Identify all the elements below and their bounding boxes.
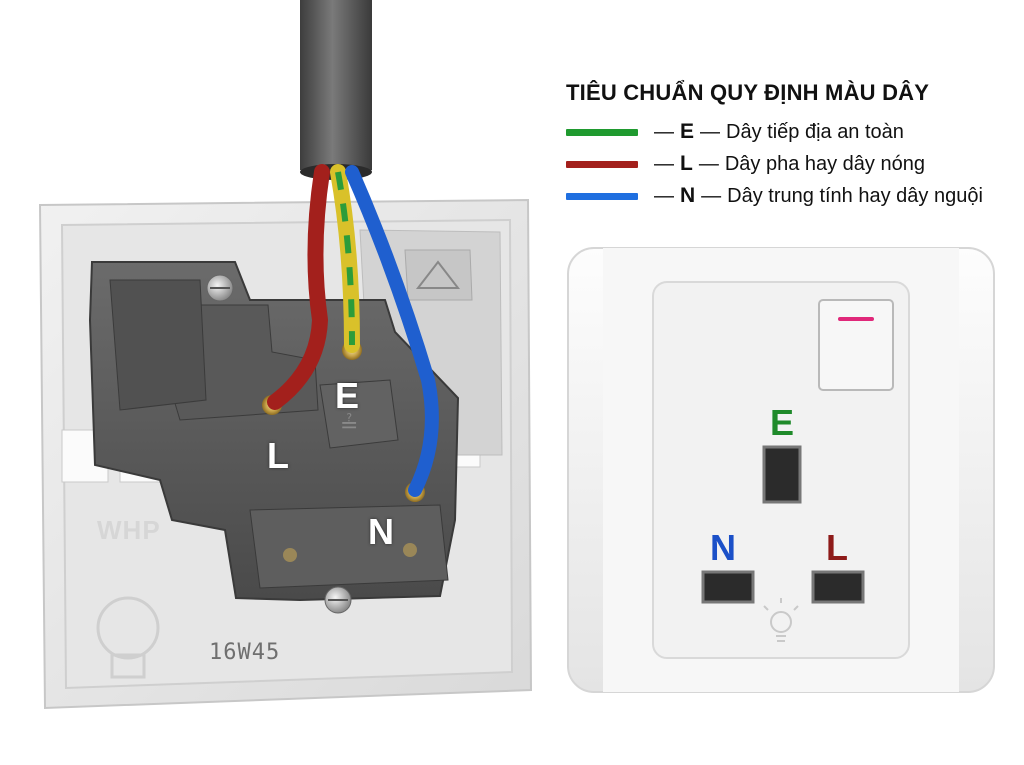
legend-dash: — [701,184,722,207]
legend-dash: — [654,152,674,175]
legend-code: L [680,152,693,175]
wire-earth-yellow [330,164,360,353]
screw-top [206,274,234,302]
svg-text:≟: ≟ [340,413,358,438]
legend-item-earth: — E — Dây tiếp địa an toàn [566,116,1016,148]
legend-description: Dây tiếp địa an toàn [726,120,904,143]
brand-mark: WHP [97,515,161,545]
switch-button [818,299,894,391]
wire-live [267,164,330,410]
back-label-earth: E [335,375,360,416]
legend-item-neutral: — N — Dây trung tính hay dây nguội [566,180,1016,212]
legend-description: Dây trung tính hay dây nguội [727,184,983,207]
model-number: 16W45 [209,640,281,665]
legend-dash: — [654,120,674,143]
front-label-neutral: N [710,527,736,568]
back-label-live: L [267,435,289,476]
wire-neutral [345,165,439,497]
legend-title: TIÊU CHUẨN QUY ĐỊNH MÀU DÂY [566,80,930,105]
screw-bottom [324,586,352,614]
front-label-earth: E [770,402,795,443]
neutral-slot [701,570,755,604]
earth-color-swatch [566,128,638,136]
legend-code: N [680,184,696,207]
bulb-icon [763,598,799,642]
wire-color-legend: TIÊU CHUẨN QUY ĐỊNH MÀU DÂY — E — Dây ti… [566,80,1016,212]
legend-item-live: — L — Dây pha hay dây nóng [566,148,1016,180]
live-slot [811,570,865,604]
legend-dash: — [654,184,674,207]
neutral-color-swatch [566,192,638,200]
switch-indicator [838,317,874,321]
legend-description: Dây pha hay dây nóng [724,152,925,175]
front-label-live: L [826,527,848,568]
live-color-swatch [566,160,638,168]
earth-slot [762,445,802,504]
back-label-neutral: N [368,511,394,552]
legend-dash: — [698,152,719,175]
legend-code: E [680,120,695,143]
cable-sheath [300,0,372,176]
legend-dash: — [700,120,721,143]
